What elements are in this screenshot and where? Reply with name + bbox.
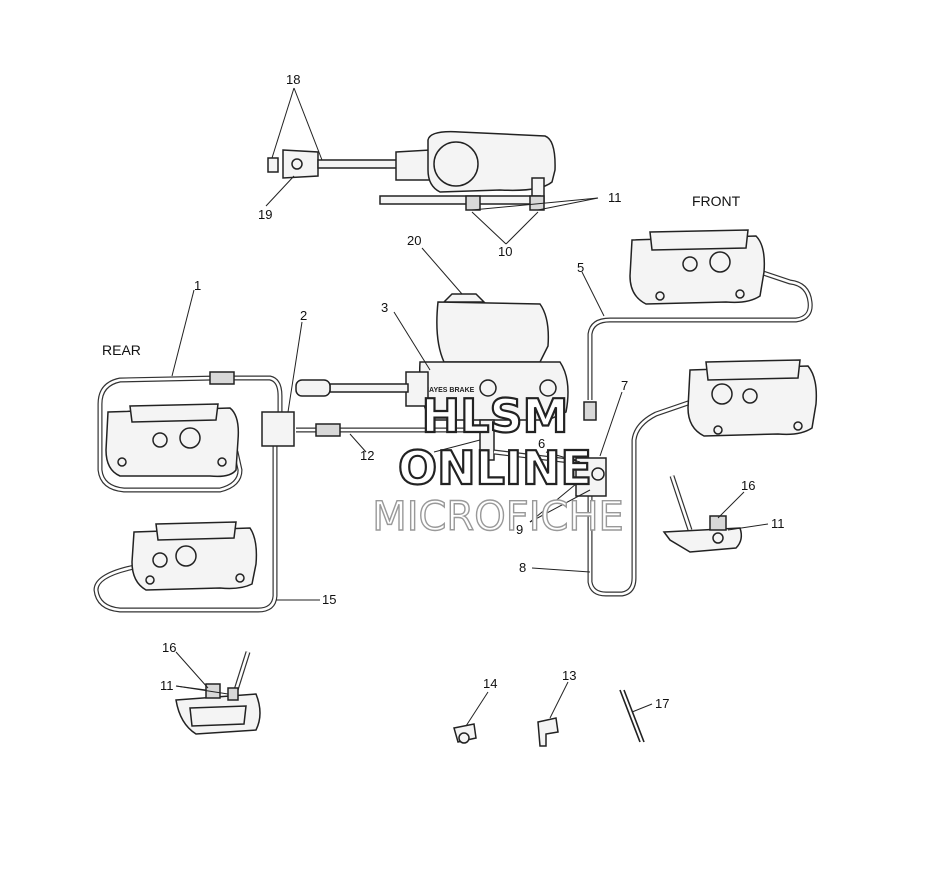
callout-12: 12 bbox=[360, 448, 374, 463]
callout-8: 8 bbox=[519, 560, 526, 575]
rod-end bbox=[295, 379, 331, 397]
rear-line-fitting bbox=[209, 371, 235, 385]
tee-fitting bbox=[261, 411, 295, 447]
callout-10: 10 bbox=[498, 244, 512, 259]
watermark: HLSM ONLINE MICROFICHE bbox=[371, 388, 624, 541]
callout-13: 13 bbox=[562, 668, 576, 683]
clamp-13 bbox=[537, 717, 559, 747]
front-label: FRONT bbox=[692, 193, 741, 209]
callout-20: 20 bbox=[407, 233, 421, 248]
clamp-14-hole bbox=[458, 732, 470, 744]
watermark-line-1: HLSM bbox=[422, 389, 569, 443]
callout-1: 1 bbox=[194, 278, 201, 293]
callout-2: 2 bbox=[300, 308, 307, 323]
brake-line-top bbox=[379, 195, 541, 205]
callout-18: 18 bbox=[286, 72, 300, 87]
reservoir-port bbox=[433, 141, 479, 187]
tie-strap-17 bbox=[619, 689, 641, 743]
front-caliper-lower bbox=[687, 359, 818, 437]
switch-assembly-rear bbox=[175, 651, 261, 735]
callout-17: 17 bbox=[655, 696, 669, 711]
banjo-bolt-1 bbox=[465, 195, 481, 211]
callout-9: 9 bbox=[516, 522, 523, 537]
pushrod-boot bbox=[395, 149, 431, 181]
callout-11-front: 11 bbox=[771, 516, 785, 531]
line-fitting-12 bbox=[315, 423, 341, 437]
callout-7: 7 bbox=[621, 378, 628, 393]
top-master-cylinder-assembly bbox=[267, 130, 556, 211]
rear-caliper-lower bbox=[131, 521, 258, 591]
reservoir-cap bbox=[442, 293, 486, 303]
callout-11-top: 11 bbox=[608, 190, 622, 205]
callout-5: 5 bbox=[577, 260, 584, 275]
callout-16-rear: 16 bbox=[162, 640, 176, 655]
block-fitting-top bbox=[583, 401, 597, 421]
mc-pushrod bbox=[329, 383, 409, 393]
watermark-line-3: MICROFICHE bbox=[372, 494, 624, 540]
callout-4: 4 bbox=[427, 452, 434, 467]
center-master-cylinder: HAYES BRAKE bbox=[295, 293, 569, 461]
switch-assembly-front bbox=[662, 475, 743, 553]
brake-lines bbox=[93, 259, 813, 613]
leader-lines bbox=[171, 87, 769, 727]
mc-port-1 bbox=[479, 379, 497, 397]
clevis-pin bbox=[267, 157, 279, 173]
rear-label: REAR bbox=[102, 342, 141, 358]
callout-19: 19 bbox=[258, 207, 272, 222]
callout-11-rear: 11 bbox=[160, 678, 174, 693]
callout-15: 15 bbox=[322, 592, 336, 607]
block-port bbox=[591, 467, 605, 481]
callout-3: 3 bbox=[381, 300, 388, 315]
fluid-reservoir bbox=[436, 301, 550, 363]
mc-port-2 bbox=[539, 379, 557, 397]
pushrod bbox=[317, 159, 399, 169]
callout-16-front: 16 bbox=[741, 478, 755, 493]
callouts: 1 2 3 4 5 6 7 8 9 10 11 11 11 12 13 14 1… bbox=[160, 72, 785, 711]
brand-label: HAYES BRAKE bbox=[424, 387, 475, 394]
watermark-line-2: ONLINE bbox=[398, 441, 592, 495]
fittings bbox=[209, 371, 607, 497]
small-parts bbox=[453, 689, 645, 747]
callout-6: 6 bbox=[538, 436, 545, 451]
rear-caliper-upper bbox=[105, 403, 240, 478]
callout-14: 14 bbox=[483, 676, 497, 691]
clevis-hole bbox=[291, 158, 303, 170]
front-caliper-upper bbox=[629, 229, 766, 305]
